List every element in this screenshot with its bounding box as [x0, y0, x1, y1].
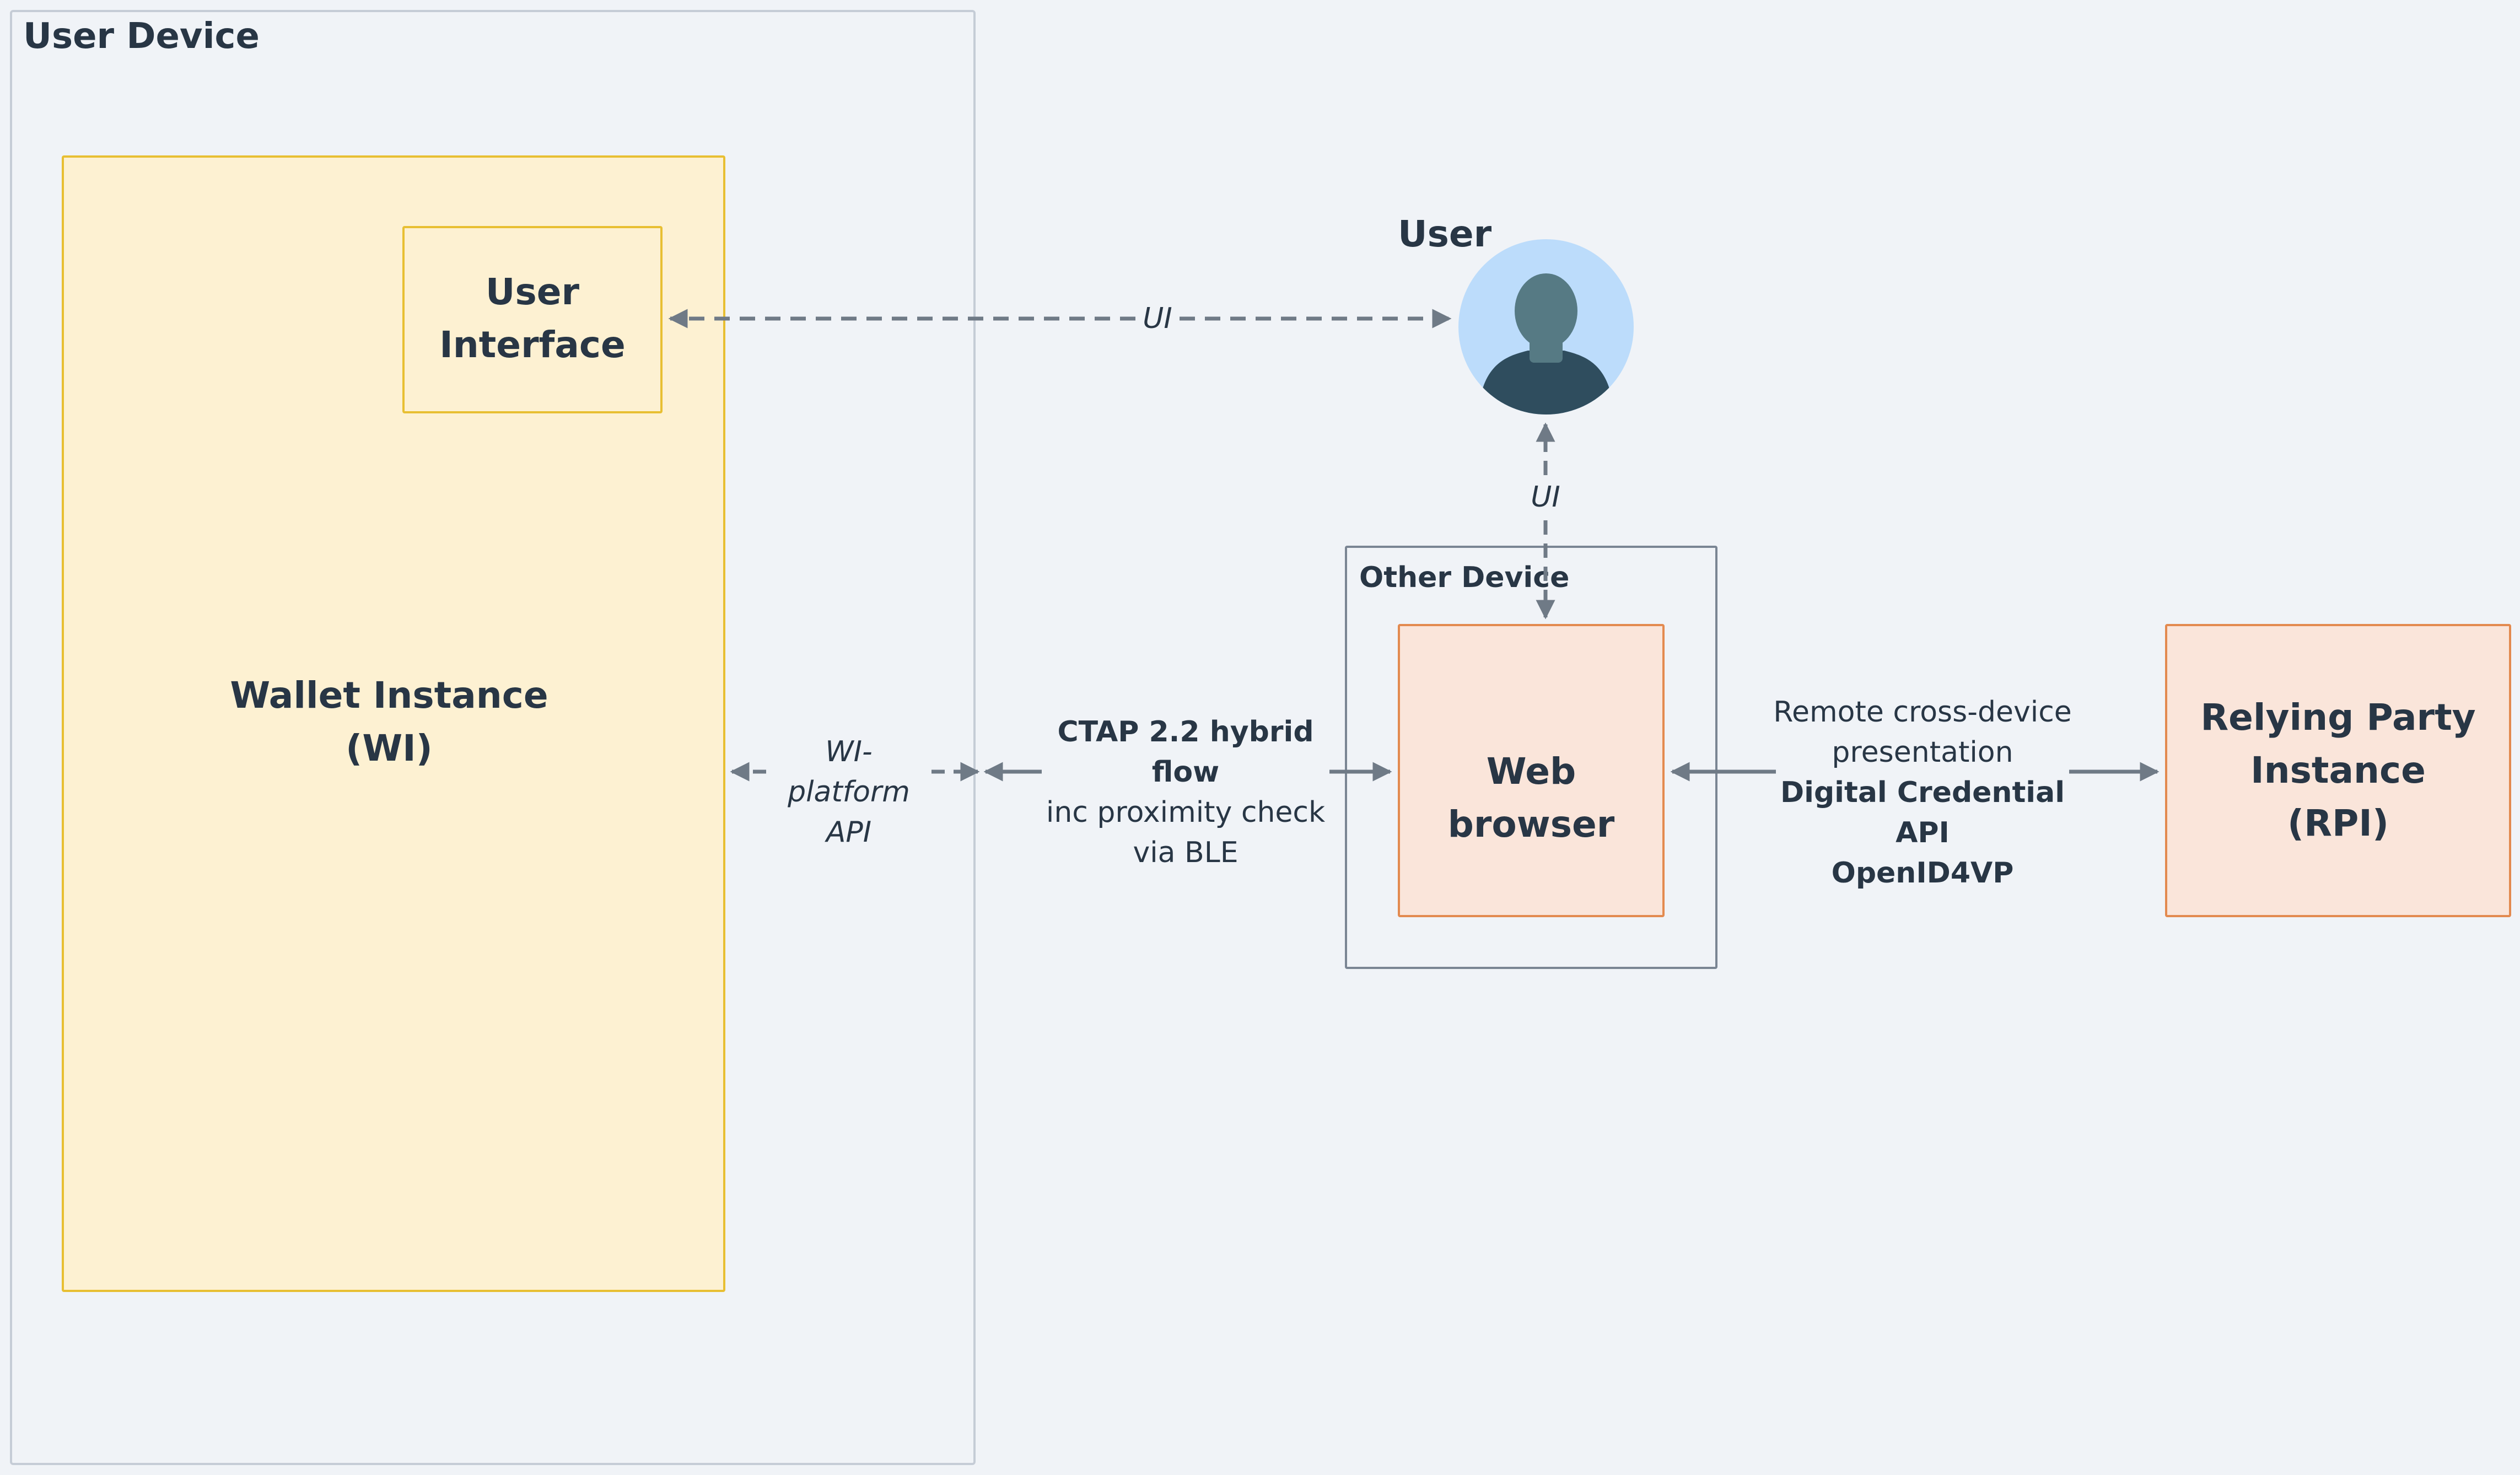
ctap-label: CTAP 2.2 hybrid flow inc proximity check…: [1031, 712, 1340, 873]
user-avatar-icon[interactable]: [1457, 238, 1635, 416]
remote-label-line4: OpenID4VP: [1831, 857, 2014, 890]
remote-label-line3: Digital Credential API: [1780, 776, 2065, 849]
other-device-title: Other Device: [1359, 561, 1570, 594]
user-device-title: User Device: [23, 16, 260, 57]
relying-party-node[interactable]: [2165, 624, 2511, 917]
remote-label-line2: presentation: [1832, 736, 2013, 769]
ctap-label-line3: via BLE: [1133, 836, 1239, 869]
remote-label: Remote cross-device presentation Digital…: [1764, 692, 2081, 893]
web-browser-node[interactable]: [1398, 624, 1665, 917]
other-device-group: [1345, 546, 1717, 969]
ui-vertical-label: UI: [1531, 481, 1560, 514]
ctap-label-line2: inc proximity check: [1046, 796, 1326, 829]
wi-platform-label: WI-platform API: [766, 732, 931, 853]
relying-party-label: Relying Party Instance (RPI): [2165, 691, 2511, 850]
user-device-group: [10, 10, 976, 1465]
user-label: User: [1398, 213, 1492, 255]
user-interface-label-line1: User: [485, 271, 580, 313]
user-interface-label-line2: Interface: [439, 324, 626, 366]
ui-horizontal-label: UI: [1143, 302, 1172, 335]
wallet-instance-label-line2: (WI): [346, 727, 433, 769]
wallet-instance-label-line1: Wallet Instance: [230, 674, 548, 717]
user-interface-node[interactable]: [402, 226, 663, 413]
wi-platform-label-line1: WI-platform: [788, 735, 910, 809]
wallet-instance-label: Wallet Instance (WI): [227, 669, 551, 775]
web-browser-label: Web browser: [1447, 750, 1615, 846]
remote-label-line1: Remote cross-device: [1773, 696, 2072, 729]
wi-platform-label-line2: API: [826, 816, 872, 849]
user-interface-label: User Interface: [402, 266, 663, 372]
relying-party-label-line1: Relying Party: [2200, 696, 2476, 739]
ctap-label-line1: CTAP 2.2 hybrid flow: [1057, 715, 1314, 789]
relying-party-label-line2: Instance: [2250, 749, 2426, 792]
relying-party-label-line3: (RPI): [2287, 802, 2389, 844]
